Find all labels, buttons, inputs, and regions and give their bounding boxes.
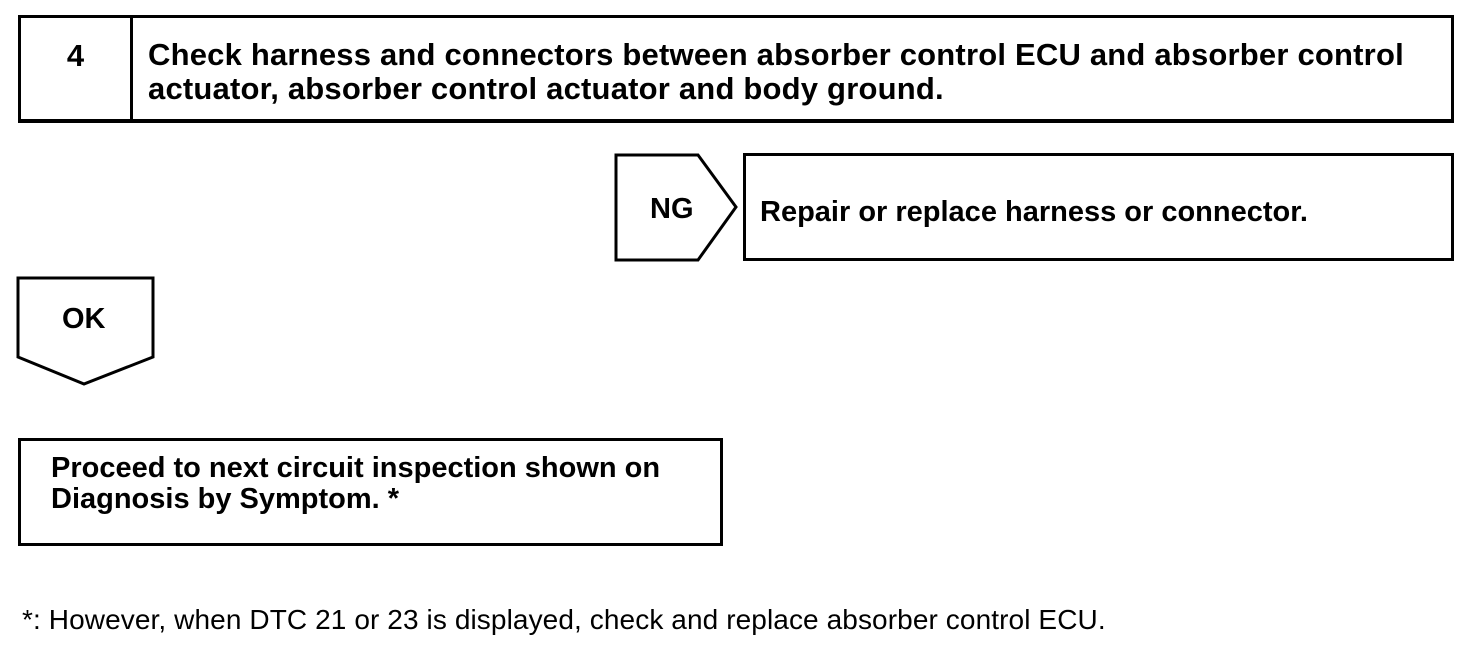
ok-label: OK: [62, 303, 106, 335]
ok-result-text: Proceed to next circuit inspection shown…: [51, 452, 661, 515]
step-box: 4 Check harness and connectors between a…: [18, 15, 1454, 123]
footnote: *: However, when DTC 21 or 23 is display…: [22, 604, 1106, 635]
ng-result-box: Repair or replace harness or connector.: [743, 153, 1454, 261]
ok-arrow-shape: [16, 276, 155, 386]
step-number-cell: 4: [21, 18, 133, 119]
step-number: 4: [66, 38, 85, 73]
step-instruction: Check harness and connectors between abs…: [148, 37, 1404, 106]
ng-arrow-shape: [614, 153, 738, 262]
ng-result-text: Repair or replace harness or connector.: [760, 196, 1308, 228]
ng-label: NG: [650, 193, 694, 225]
ok-result-box: Proceed to next circuit inspection shown…: [18, 438, 723, 546]
